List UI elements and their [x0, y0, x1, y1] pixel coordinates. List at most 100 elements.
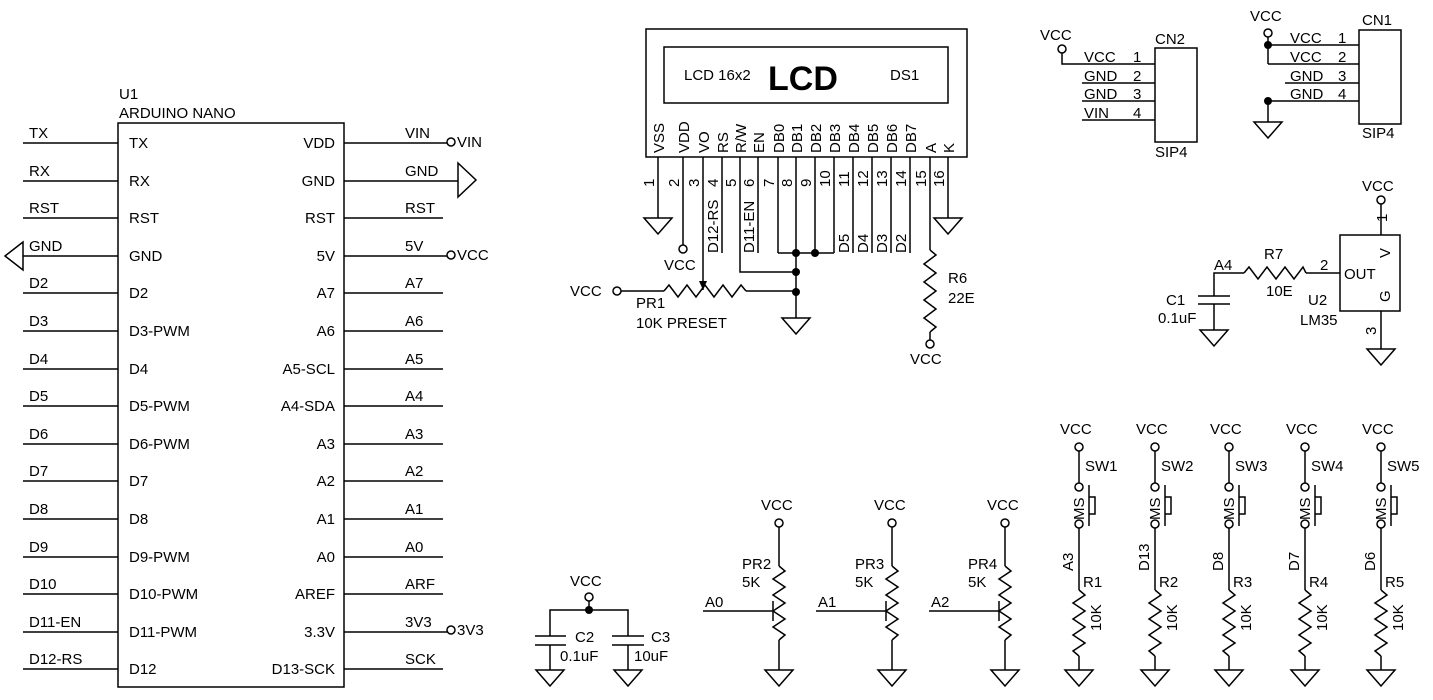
junction [811, 249, 819, 257]
u1-left-net-label: D6 [29, 426, 48, 443]
cn1-net-3: GND [1290, 68, 1324, 85]
lcd-en-net: D11-EN [741, 201, 758, 253]
preset-ref: PR4 [968, 556, 997, 573]
c1-value: 0.1uF [1158, 310, 1196, 327]
switch-contact [1300, 519, 1310, 529]
u1-right-pin-name: A1 [317, 511, 335, 528]
gnd-symbol [932, 217, 964, 236]
switch-ref: SW2 [1161, 458, 1194, 475]
vin-port-label: VIN [457, 134, 482, 151]
preset-net-label: A2 [931, 594, 949, 611]
vcc-terminal [1376, 442, 1386, 452]
switch-contact [1224, 519, 1234, 529]
lcd-pin-name: RS [715, 132, 732, 153]
caps-vcc-label: VCC [570, 573, 602, 590]
cn2-net-4: VIN [1084, 105, 1109, 122]
gnd-symbol [1365, 669, 1397, 688]
switch-plunger [1165, 496, 1172, 515]
wire [549, 609, 629, 636]
c2-ref: C2 [575, 629, 594, 646]
preset-vcc-label: VCC [761, 497, 793, 514]
u1-left-pin-name: D7 [129, 473, 148, 490]
u1-ref: U1 [119, 86, 138, 103]
vcc-terminal [612, 286, 622, 296]
gnd-symbol [1063, 669, 1095, 688]
lcd-pin-name: A [923, 143, 940, 153]
vcc-terminal [1300, 442, 1310, 452]
u1-left-pin-name: TX [129, 135, 148, 152]
pr1-preset: VCC PR1 10K PRESET [570, 281, 796, 332]
c3-ref: C3 [651, 629, 670, 646]
r6-value: 22E [948, 290, 975, 307]
cn2-net-2: GND [1084, 68, 1118, 85]
vcc-terminal [925, 339, 935, 349]
lcd-pin-name: R/W [733, 123, 750, 153]
lcd-label: LCD 16x2 [684, 67, 751, 84]
switch-vcc-label: VCC [1362, 421, 1394, 438]
r7-value: 10E [1266, 283, 1293, 300]
u1-right-pin-name: A5-SCL [282, 361, 335, 378]
u1-left-net-label: D2 [29, 275, 48, 292]
u1-left-net-label: D12-RS [29, 651, 82, 668]
u1-right-net-label: A4 [405, 388, 423, 405]
u1-right-pin-name: VDD [303, 135, 335, 152]
u1-left-pin-name: D12 [129, 661, 157, 678]
switch-resistor-ref: R3 [1233, 574, 1252, 591]
u1-right-pin-name: A6 [317, 323, 335, 340]
u1-left-gnd-symbol [3, 240, 24, 272]
junction [792, 249, 800, 257]
lcd-db7-net: D2 [893, 234, 910, 253]
gnd-symbol [1289, 669, 1321, 688]
lcd-pin-name: DB2 [808, 124, 825, 153]
lcd-db4-net: D5 [836, 234, 853, 253]
lcd-pin-number: 10 [817, 170, 834, 187]
lcd-vdd-vcc-label: VCC [664, 257, 696, 274]
u1-left-net-label: D5 [29, 388, 48, 405]
lcd-pin-number: 4 [705, 179, 722, 187]
c1-ref: C1 [1166, 292, 1185, 309]
lcd-pin-name: DB6 [884, 124, 901, 153]
gnd-symbol [612, 669, 644, 688]
preset-zigzag [997, 565, 1013, 641]
lcd-pin-name: DB7 [903, 124, 920, 153]
switch-net-label: D8 [1210, 552, 1227, 571]
r6-vcc-label: VCC [910, 351, 942, 368]
lcd-pin-name: DB1 [789, 124, 806, 153]
switch-group: VCCSW1MSA3R110KVCCSW2MSD13R210KVCCSW3MSD… [1060, 421, 1420, 688]
lcd-pin-number: 13 [874, 170, 891, 187]
wire [1213, 272, 1244, 296]
u1-right-pin-name: A4-SDA [281, 398, 335, 415]
vcc-terminal [678, 244, 688, 254]
u1-body [117, 122, 345, 688]
u1-left-pin-name: D8 [129, 511, 148, 528]
cn1-net-4: GND [1290, 86, 1324, 103]
lcd-pin-number: 3 [686, 179, 703, 187]
vcc-terminal [1074, 442, 1084, 452]
lcd-pin-name: VSS [651, 123, 668, 153]
u1-right-gnd-symbol [457, 161, 478, 199]
u1-left-net-label: RX [29, 163, 50, 180]
u1-right-net-label: VIN [405, 125, 430, 142]
sensor-net-label: A4 [1214, 257, 1232, 274]
lcd-pin-number: 15 [913, 170, 930, 187]
u2-pin2-num: 2 [1320, 257, 1328, 274]
lcd-ref: DS1 [890, 67, 919, 84]
switch-ref: SW1 [1085, 458, 1118, 475]
lcd-pin-name: K [941, 143, 958, 153]
pr1-wiper-arrow [699, 281, 707, 290]
switch-contact [1300, 482, 1310, 492]
cn1-pin-3: 3 [1338, 68, 1346, 85]
c3-value: 10uF [634, 648, 668, 665]
vcc-port-label: VCC [457, 247, 489, 264]
lcd-pin-number: 8 [779, 179, 796, 187]
u1-right-pin-name: RST [305, 210, 335, 227]
gnd-symbol [763, 669, 795, 688]
switch-resistor-zigzag [1221, 589, 1237, 657]
u1-right-pin-name: A2 [317, 473, 335, 490]
lcd-pin-number: 5 [723, 179, 740, 187]
cn1-vcc-label: VCC [1250, 8, 1282, 25]
